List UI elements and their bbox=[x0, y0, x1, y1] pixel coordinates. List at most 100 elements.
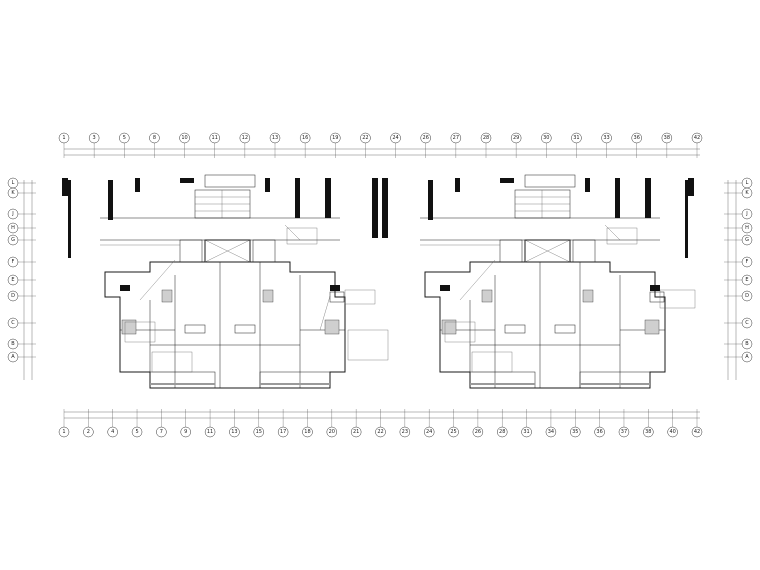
grid-bottom-24-circle bbox=[423, 426, 435, 438]
grid-right-L-label: L bbox=[746, 180, 749, 186]
grid-bottom-9-circle bbox=[180, 426, 191, 438]
central-notes bbox=[344, 289, 389, 361]
grid-right-F-label: F bbox=[746, 259, 749, 265]
grid-right-K-circle bbox=[741, 187, 753, 199]
grid-left-H-label: H bbox=[11, 225, 15, 231]
grid-bottom-24-label: 24 bbox=[426, 429, 432, 435]
grid-top-22-circle bbox=[360, 132, 371, 144]
grid-top-12-circle bbox=[239, 132, 251, 144]
grid-bottom-40-circle bbox=[667, 426, 678, 438]
grid-bottom-40-label: 40 bbox=[669, 429, 675, 435]
grid-bottom-1-circle bbox=[58, 426, 70, 438]
grid-right-F-circle bbox=[741, 256, 753, 268]
grid-bottom-35-circle bbox=[570, 426, 581, 438]
grid-left-H-circle bbox=[7, 222, 19, 234]
grid-left-G-label: G bbox=[11, 237, 15, 243]
grid-top-13-circle bbox=[269, 132, 281, 144]
grid-bottom-11-circle bbox=[204, 426, 216, 438]
grid-bottom-42-circle bbox=[691, 426, 703, 438]
grid-top-19-label: 19 bbox=[332, 135, 338, 141]
grid-bottom-31-label: 31 bbox=[523, 429, 529, 435]
grid-right-G-circle bbox=[741, 234, 753, 246]
grid-top-12-label: 12 bbox=[242, 135, 248, 141]
grid-top-16-circle bbox=[299, 132, 311, 144]
grid-left-F-circle bbox=[7, 256, 19, 268]
grid-bottom-11-label: 11 bbox=[207, 429, 213, 435]
grid-bottom-22-circle bbox=[375, 426, 386, 438]
grid-right-B-label: B bbox=[745, 341, 749, 347]
grid-right-C-circle bbox=[741, 317, 753, 329]
grid-right-J-label: J bbox=[745, 211, 747, 217]
grid-top-3-circle bbox=[88, 132, 100, 144]
grid-top-28-circle bbox=[480, 132, 492, 144]
grid-bottom-13-label: 13 bbox=[231, 429, 237, 435]
grid-bottom-38-label: 38 bbox=[645, 429, 651, 435]
grid-left-E-circle bbox=[7, 274, 19, 286]
grid-left-D-label: D bbox=[11, 293, 15, 299]
grid-top-5-circle bbox=[119, 132, 130, 144]
grid-bottom-1-label: 1 bbox=[62, 429, 65, 435]
grid-left-A-label: A bbox=[11, 354, 15, 360]
grid-right-G-label: G bbox=[745, 237, 749, 243]
grid-top-26-label: 26 bbox=[423, 135, 429, 141]
grid-bottom-7-circle bbox=[156, 426, 167, 438]
grid-bottom-4-circle bbox=[107, 426, 118, 438]
grid-top-36-circle bbox=[631, 132, 642, 144]
grid-left-E-label: E bbox=[11, 277, 14, 283]
grid-bottom-5-circle bbox=[131, 426, 143, 438]
building-unit-right bbox=[382, 174, 696, 389]
grid-top-29-circle bbox=[510, 132, 522, 144]
bottom-dimension-lines bbox=[64, 411, 700, 419]
grid-top-5-label: 5 bbox=[123, 135, 126, 141]
grid-top-30-label: 30 bbox=[543, 135, 549, 141]
grid-top-33-circle bbox=[601, 132, 612, 144]
grid-left-G-circle bbox=[7, 234, 19, 246]
grid-bottom-36-circle bbox=[594, 426, 605, 438]
grid-bottom-28-label: 28 bbox=[499, 429, 505, 435]
grid-top-42-label: 42 bbox=[694, 135, 700, 141]
grid-top-10-label: 10 bbox=[181, 135, 187, 141]
grid-top-11-circle bbox=[209, 132, 220, 144]
grid-top-31-label: 31 bbox=[573, 135, 579, 141]
grid-bottom-21-circle bbox=[350, 426, 362, 438]
grid-bottom-23-label: 23 bbox=[402, 429, 408, 435]
grid-bottom-34-circle bbox=[545, 426, 557, 438]
grid-top-1-label: 1 bbox=[62, 135, 65, 141]
grid-right-D-circle bbox=[741, 290, 753, 302]
grid-bottom-17-circle bbox=[277, 426, 289, 438]
grid-bottom-31-circle bbox=[521, 426, 532, 438]
grid-top-19-circle bbox=[330, 132, 341, 144]
grid-bottom-28-circle bbox=[496, 426, 508, 438]
grid-bottom-21-label: 21 bbox=[353, 429, 359, 435]
grid-left-B-label: B bbox=[11, 341, 15, 347]
grid-bottom-2-label: 2 bbox=[87, 429, 90, 435]
grid-right-K-label: K bbox=[745, 190, 749, 196]
grid-bottom-42-label: 42 bbox=[694, 429, 700, 435]
grid-top-29-label: 29 bbox=[513, 135, 519, 141]
grid-bottom-26-circle bbox=[472, 426, 484, 438]
grid-bottom-36-label: 36 bbox=[596, 429, 602, 435]
grid-bottom-37-circle bbox=[618, 426, 630, 438]
grid-bottom-25-circle bbox=[448, 426, 459, 438]
grid-bottom-7-label: 7 bbox=[160, 429, 163, 435]
grid-bottom-23-circle bbox=[399, 426, 411, 438]
grid-right-C-label: C bbox=[745, 320, 749, 326]
grid-right-J-circle bbox=[741, 208, 753, 220]
top-dimension-lines bbox=[64, 148, 700, 156]
grid-left-K-label: K bbox=[11, 190, 15, 196]
grid-top-8-label: 8 bbox=[153, 135, 156, 141]
grid-bottom-5-label: 5 bbox=[135, 429, 138, 435]
grid-bottom-13-circle bbox=[229, 426, 240, 438]
grid-bottom-15-label: 15 bbox=[256, 429, 262, 435]
grid-left-C-label: C bbox=[11, 320, 15, 326]
grid-top-10-circle bbox=[179, 132, 190, 144]
grid-bottom-18-label: 18 bbox=[304, 429, 310, 435]
grid-top-38-circle bbox=[661, 132, 673, 144]
grid-top-42-circle bbox=[691, 132, 703, 144]
grid-axis-lines bbox=[18, 143, 742, 427]
grid-left-J-circle bbox=[7, 208, 19, 220]
